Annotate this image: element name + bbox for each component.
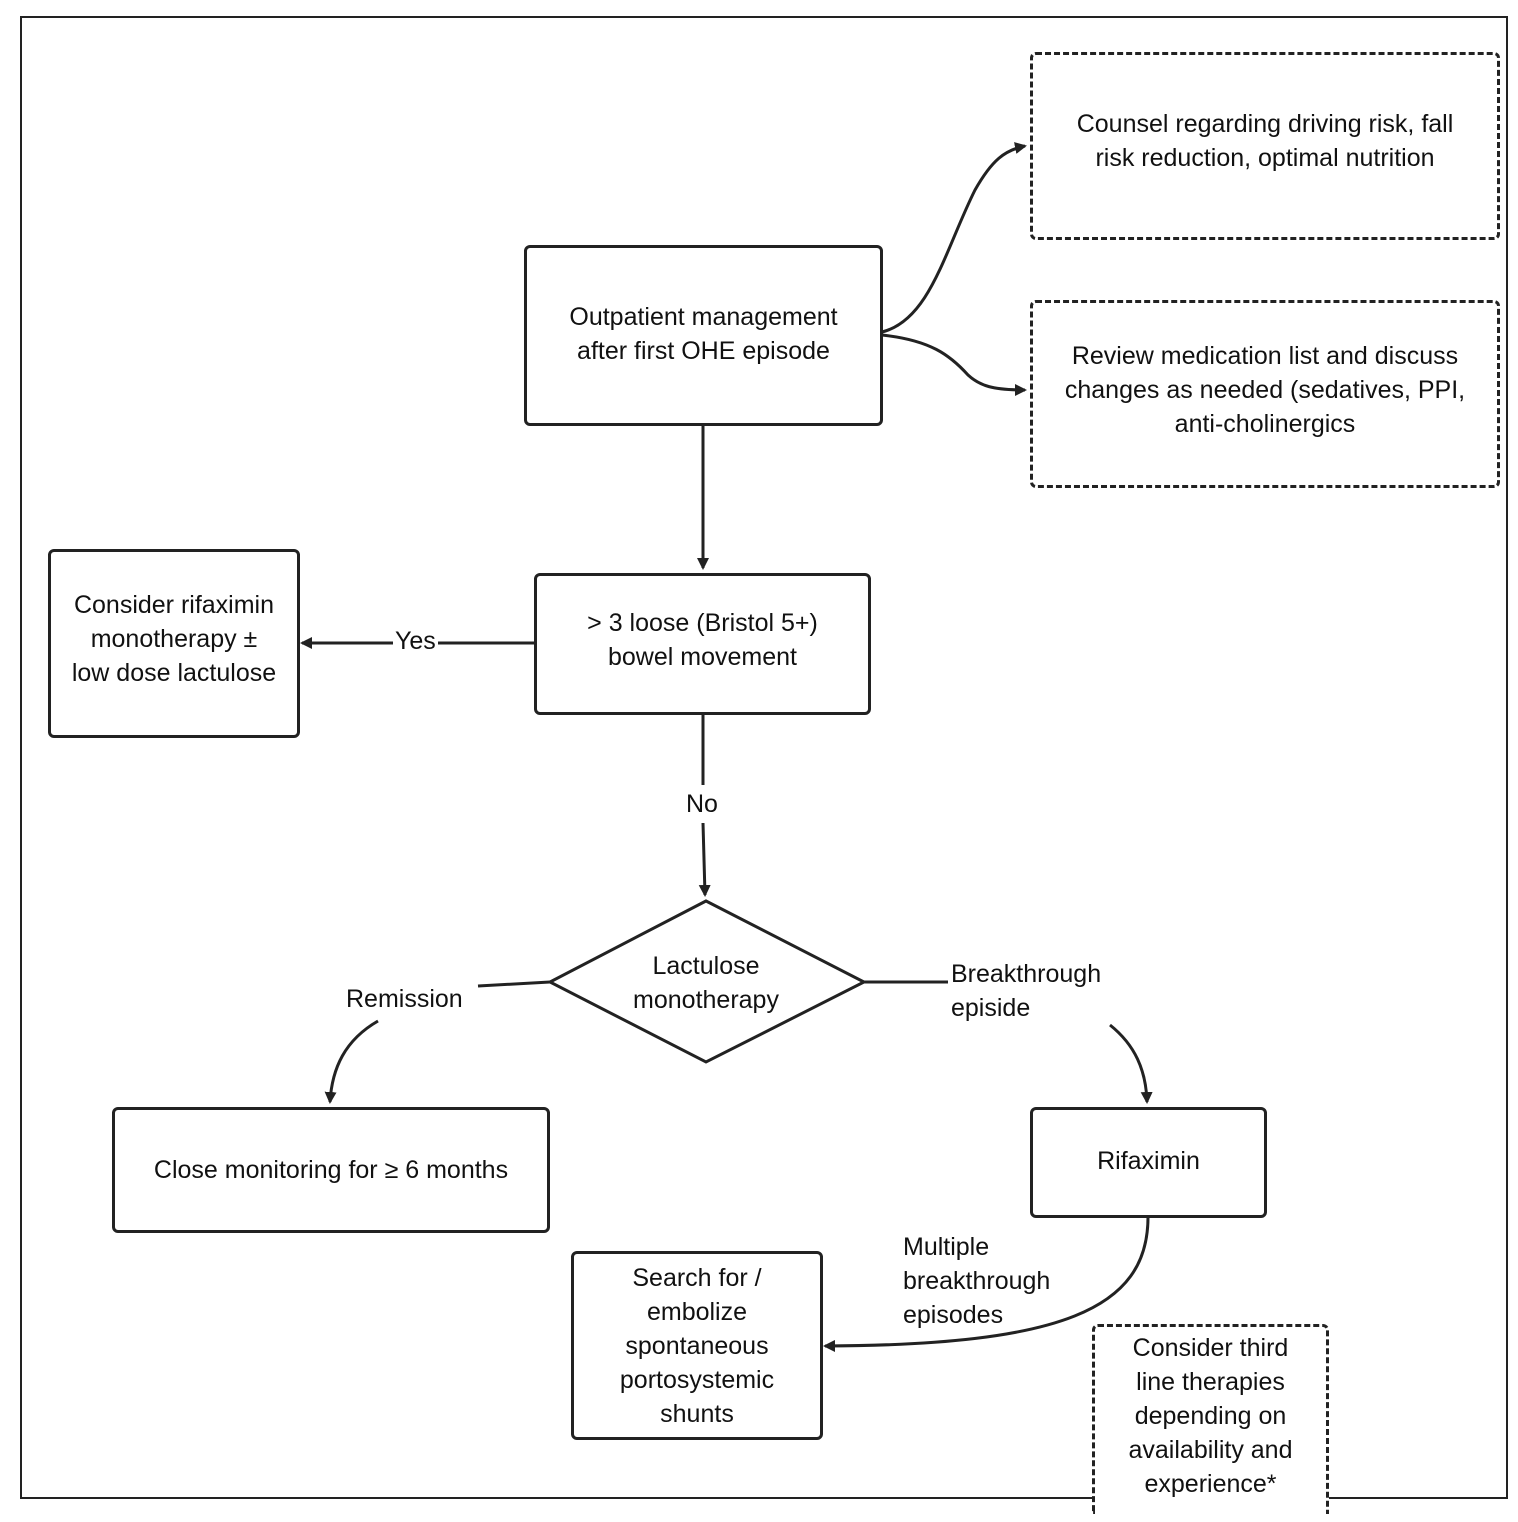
edge-label-remission: Remission	[346, 985, 463, 1013]
shunts-box: Search for / embolize spontaneous portos…	[571, 1251, 823, 1440]
edge-lactulose-remission-line	[477, 980, 551, 988]
diagram-frame	[20, 16, 1508, 1499]
edge-label-multiple-breakthrough: Multiple breakthrough episodes	[903, 1233, 1051, 1329]
rifaximin-monotherapy-text: Consider rifaximin monotherapy ± low dos…	[71, 591, 277, 687]
rifaximin-box: Rifaximin	[1030, 1107, 1267, 1218]
edge-outpatient-counsel	[881, 142, 1027, 334]
third-line-therapies-box: Consider third line therapies depending …	[1092, 1324, 1329, 1514]
close-monitoring-box: Close monitoring for ≥ 6 months	[112, 1107, 550, 1233]
edge-lactulose-close-monitoring	[324, 1019, 379, 1104]
outpatient-management-text: Outpatient management after first OHE ep…	[569, 303, 838, 365]
review-medication-box: Review medication list and discuss chang…	[1030, 300, 1500, 488]
lactulose-diamond-shape	[546, 899, 868, 1064]
edge-lactulose-rifaximin	[1109, 1023, 1153, 1104]
close-monitoring-text: Close monitoring for ≥ 6 months	[153, 1156, 509, 1184]
edge-label-yes: Yes	[393, 624, 438, 658]
shunts-text: Search for / embolize spontaneous portos…	[619, 1263, 775, 1428]
edge-outpatient-review	[881, 333, 1027, 396]
edge-label-breakthrough: Breakthrough episide	[951, 960, 1102, 1022]
rifaximin-monotherapy-box: Consider rifaximin monotherapy ± low dos…	[48, 549, 300, 738]
counsel-text: Counsel regarding driving risk, fall ris…	[1076, 110, 1454, 172]
outpatient-management-box: Outpatient management after first OHE ep…	[524, 245, 883, 426]
review-medication-text: Review medication list and discuss chang…	[1064, 342, 1466, 438]
lactulose-decision: Lactulose monotherapy	[560, 931, 852, 1035]
third-line-therapies-text: Consider third line therapies depending …	[1128, 1334, 1293, 1498]
edge-rifaximin-shunts	[823, 1216, 1150, 1352]
loose-bowel-box: > 3 loose (Bristol 5+) bowel movement	[534, 573, 871, 715]
counsel-box: Counsel regarding driving risk, fall ris…	[1030, 52, 1500, 240]
loose-bowel-text: > 3 loose (Bristol 5+) bowel movement	[587, 609, 818, 671]
edge-loose-lactulose	[703, 713, 705, 895]
rifaximin-text: Rifaximin	[1097, 1147, 1200, 1175]
edge-label-no: No	[684, 787, 720, 821]
lactulose-decision-text: Lactulose monotherapy	[633, 952, 779, 1014]
